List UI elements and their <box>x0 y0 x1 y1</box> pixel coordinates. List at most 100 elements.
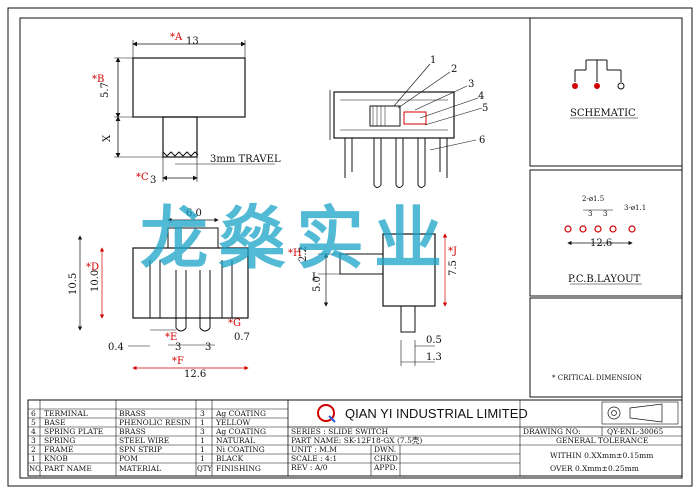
pcb-layout: 2-ø1.5 3-ø1.1 3 3 12.6 P.C.B.LAYOUT <box>564 195 646 285</box>
terminals-bottom <box>149 260 233 328</box>
knob-right <box>339 253 384 275</box>
pcb-title: P.C.B.LAYOUT <box>568 274 641 285</box>
offset-value: 0.4 <box>108 342 124 353</box>
watermark: 龙燊实业 <box>140 200 452 279</box>
svg-text:1: 1 <box>200 418 205 427</box>
dim-f-value: 12.6 <box>184 369 206 380</box>
pitch-value: 3 <box>205 342 211 353</box>
projection-circle-icon <box>607 406 621 420</box>
right-view: *H 2.2 I 5.0 *J 7.5 0.5 1.3 <box>288 233 459 366</box>
travel-label: 3mm TRAVEL <box>210 154 281 165</box>
terminal-pins-side <box>344 138 448 185</box>
bom-row: 4 SPRING PLATE BRASS 3 Ag COATING <box>31 427 266 436</box>
svg-text:STEEL WIRE: STEEL WIRE <box>119 436 169 445</box>
title-block: 6 TERMINAL BRASS 3 Ag COATING 5 BASE PHE… <box>27 399 683 477</box>
svg-text:POM: POM <box>119 454 138 463</box>
svg-text:4: 4 <box>31 427 36 436</box>
dim-g-value: 0.7 <box>234 332 250 343</box>
svg-text:SPRING: SPRING <box>44 436 75 445</box>
svg-text:SPRING PLATE: SPRING PLATE <box>44 427 103 436</box>
dim-h-label: *H <box>288 248 302 259</box>
svg-text:NO.: NO. <box>29 465 43 473</box>
dim-i-label: I <box>312 272 316 283</box>
pcb-pitch-b: 3 <box>603 210 607 218</box>
pcb-layout-panel <box>529 169 683 297</box>
svg-text:MATERIAL: MATERIAL <box>119 464 161 473</box>
pcb-hole-right: 3-ø1.1 <box>624 204 646 212</box>
svg-text:1: 1 <box>200 454 205 463</box>
svg-text:Ag COATING: Ag COATING <box>215 409 266 418</box>
terminal-1-icon <box>572 83 578 89</box>
tolerance-within: WITHIN 0.XXmm±0.15mm <box>550 451 653 460</box>
dim-b-label: *B <box>92 74 104 85</box>
side-view: 1 2 3 4 5 6 <box>329 55 488 188</box>
width-top: 6.0 <box>186 208 202 219</box>
dim-c-label: *C <box>136 172 149 183</box>
dim-h-value: 2.2 <box>298 246 309 262</box>
pin-depth: 1.3 <box>426 352 442 363</box>
bom-row: 5 BASE PHENOLIC RESIN 1 YELLOW <box>31 418 251 427</box>
dim-i-value: 5.0 <box>312 276 323 292</box>
drawing-no: QY-ENL-30065 <box>607 427 663 436</box>
series: SERIES : SLIDE SWITCH <box>291 427 389 436</box>
dim-g-label: *G <box>228 318 241 329</box>
dim-d-value: 10.0 <box>90 270 101 292</box>
svg-text:QTY: QTY <box>197 465 212 473</box>
dim-f-label: *F <box>172 356 184 367</box>
unit: UNIT : M.M <box>291 445 337 454</box>
callout-6: 6 <box>479 135 485 146</box>
general-tolerance: GENERAL TOLERANCE <box>556 436 648 445</box>
pin-right <box>400 305 416 333</box>
svg-text:SPN STRIP: SPN STRIP <box>119 445 162 454</box>
svg-text:FINISHING: FINISHING <box>216 464 261 473</box>
chkd: CHKD <box>374 454 398 463</box>
terminal-2-icon <box>594 83 600 89</box>
schematic-panel <box>529 17 683 167</box>
dim-c-value: 3 <box>150 175 156 186</box>
callout-3: 3 <box>468 79 474 90</box>
company-name: QIAN YI INDUSTRIAL LIMITED <box>345 406 528 421</box>
dim-e-label: *E <box>165 332 177 343</box>
part-name: PART NAME: SK-12F18-GX (7.5壳) <box>291 435 422 445</box>
dim-d-label: *D <box>86 262 99 273</box>
overall-height: 10.5 <box>68 273 79 295</box>
critical-note: * CRITICAL DIMENSION <box>552 374 642 382</box>
callout-5: 5 <box>482 103 488 114</box>
callout-1: 1 <box>430 55 436 66</box>
svg-text:BRASS: BRASS <box>119 427 146 436</box>
spring-plate-side <box>403 111 427 125</box>
dwn: DWN. <box>374 445 396 454</box>
svg-text:2: 2 <box>31 445 36 454</box>
bom-row: 2 FRAME SPN STRIP 1 Ni COATING <box>31 445 265 454</box>
svg-text:3: 3 <box>200 427 205 436</box>
drawing-no-label: DRAWING NO: <box>523 427 581 436</box>
bom-row: 3 SPRING STEEL WIRE 1 NATURAL <box>31 436 255 445</box>
switch-body-front <box>132 57 246 118</box>
svg-text:1: 1 <box>31 454 36 463</box>
svg-text:FRAME: FRAME <box>44 445 73 454</box>
note-panel <box>529 297 683 398</box>
projection-symbol <box>601 401 679 425</box>
tolerance-over: OVER 0.Xmm±0.25mm <box>550 464 639 473</box>
svg-text:1: 1 <box>200 445 205 454</box>
outer-border <box>7 7 693 487</box>
svg-text:BASE: BASE <box>44 418 66 427</box>
svg-text:KNOB: KNOB <box>44 454 68 463</box>
dim-a-value: 13 <box>186 36 199 47</box>
bom-row: 6 TERMINAL BRASS 3 Ag COATING <box>31 409 266 418</box>
svg-text:Ni COATING: Ni COATING <box>216 445 265 454</box>
svg-text:PART NAME: PART NAME <box>44 464 92 473</box>
svg-text:NATURAL: NATURAL <box>216 436 255 445</box>
svg-text:1: 1 <box>200 436 205 445</box>
rev: REV : A/0 <box>291 463 328 472</box>
appd: APPD. <box>373 463 398 472</box>
bom-header: NO. PART NAME MATERIAL QTY FINISHING <box>29 464 261 473</box>
svg-text:6: 6 <box>31 409 36 418</box>
svg-text:YELLOW: YELLOW <box>215 418 251 427</box>
dim-x-label: X <box>102 134 113 142</box>
callout-4: 4 <box>478 91 484 102</box>
dim-j-label: *J <box>448 246 457 257</box>
schematic: SCHEMATIC <box>570 59 638 119</box>
svg-text:5: 5 <box>31 418 36 427</box>
